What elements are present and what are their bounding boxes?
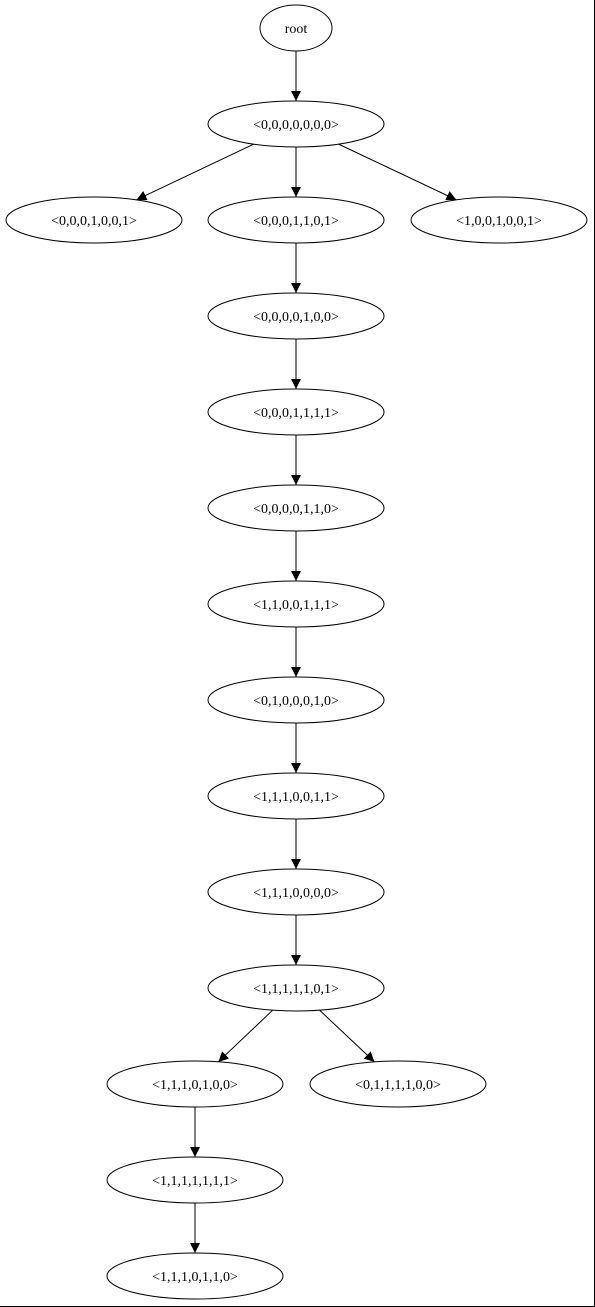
node-label: <1,0,0,1,0,0,1> (456, 214, 542, 229)
node-ellipse (207, 388, 385, 436)
node-ellipse (207, 676, 385, 724)
node-label: <1,1,1,0,0,0,0> (253, 886, 339, 901)
tree-node: <1,1,1,0,0,0,0> (207, 868, 385, 916)
node-ellipse (207, 196, 385, 244)
node-ellipse (207, 868, 385, 916)
tree-node: <1,1,0,0,1,1,1> (207, 580, 385, 628)
node-label: <1,1,1,1,1,0,1> (253, 982, 339, 997)
nodes-layer: root <0,0,0,0,0,0,0> <0,0,0,1,0,0,1> <0,0,0… (5, 4, 588, 1300)
tree-node: <0,0,0,0,1,0,0> (207, 292, 385, 340)
node-ellipse (259, 4, 333, 52)
node-ellipse (410, 196, 588, 244)
node-label: <0,0,0,0,1,1,0> (253, 502, 339, 517)
tree-node: <0,1,0,0,0,1,0> (207, 676, 385, 724)
node-ellipse (106, 1156, 284, 1204)
node-label: <0,0,0,0,1,0,0> (253, 310, 339, 325)
node-ellipse (207, 964, 385, 1012)
node-ellipse (207, 772, 385, 820)
node-label: root (285, 22, 308, 37)
node-ellipse (106, 1252, 284, 1300)
tree-node: <1,1,1,1,1,1,1> (106, 1156, 284, 1204)
edge-arrow (319, 1009, 375, 1063)
node-label: <1,1,1,1,1,1,1> (152, 1174, 238, 1189)
node-label: <0,0,0,1,1,0,1> (253, 214, 339, 229)
tree-node: <1,1,1,1,1,0,1> (207, 964, 385, 1012)
edge-arrow (338, 143, 457, 201)
tree-node: <1,0,0,1,0,0,1> (410, 196, 588, 244)
node-ellipse (106, 1060, 284, 1108)
tree-node: <0,0,0,1,0,0,1> (5, 196, 183, 244)
edges-layer (136, 51, 457, 1253)
tree-node: <0,0,0,0,0,0,0> (207, 100, 385, 148)
tree-node: <1,1,1,0,1,0,0> (106, 1060, 284, 1108)
tree-node: <1,1,1,0,1,1,0> (106, 1252, 284, 1300)
node-ellipse (309, 1060, 487, 1108)
edge-arrow (136, 143, 254, 201)
node-label: <1,1,1,0,0,1,1> (253, 790, 339, 805)
root-node: root (259, 4, 333, 52)
node-label: <0,1,1,1,1,0,0> (355, 1078, 441, 1093)
node-ellipse (5, 196, 183, 244)
node-ellipse (207, 580, 385, 628)
node-label: <1,1,0,0,1,1,1> (253, 598, 339, 613)
node-ellipse (207, 484, 385, 532)
node-ellipse (207, 100, 385, 148)
node-label: <0,1,0,0,0,1,0> (253, 694, 339, 709)
tree-node: <0,1,1,1,1,0,0> (309, 1060, 487, 1108)
node-label: <0,0,0,1,1,1,1> (253, 406, 339, 421)
tree-node: <1,1,1,0,0,1,1> (207, 772, 385, 820)
tree-node: <0,0,0,1,1,0,1> (207, 196, 385, 244)
node-label: <1,1,1,0,1,0,0> (152, 1078, 238, 1093)
node-ellipse (207, 292, 385, 340)
tree-node: <0,0,0,0,1,1,0> (207, 484, 385, 532)
tree-node: <0,0,0,1,1,1,1> (207, 388, 385, 436)
edge-arrow (217, 1009, 274, 1063)
node-label: <1,1,1,0,1,1,0> (152, 1270, 238, 1285)
node-label: <0,0,0,0,0,0,0> (253, 118, 339, 133)
node-label: <0,0,0,1,0,0,1> (51, 214, 137, 229)
